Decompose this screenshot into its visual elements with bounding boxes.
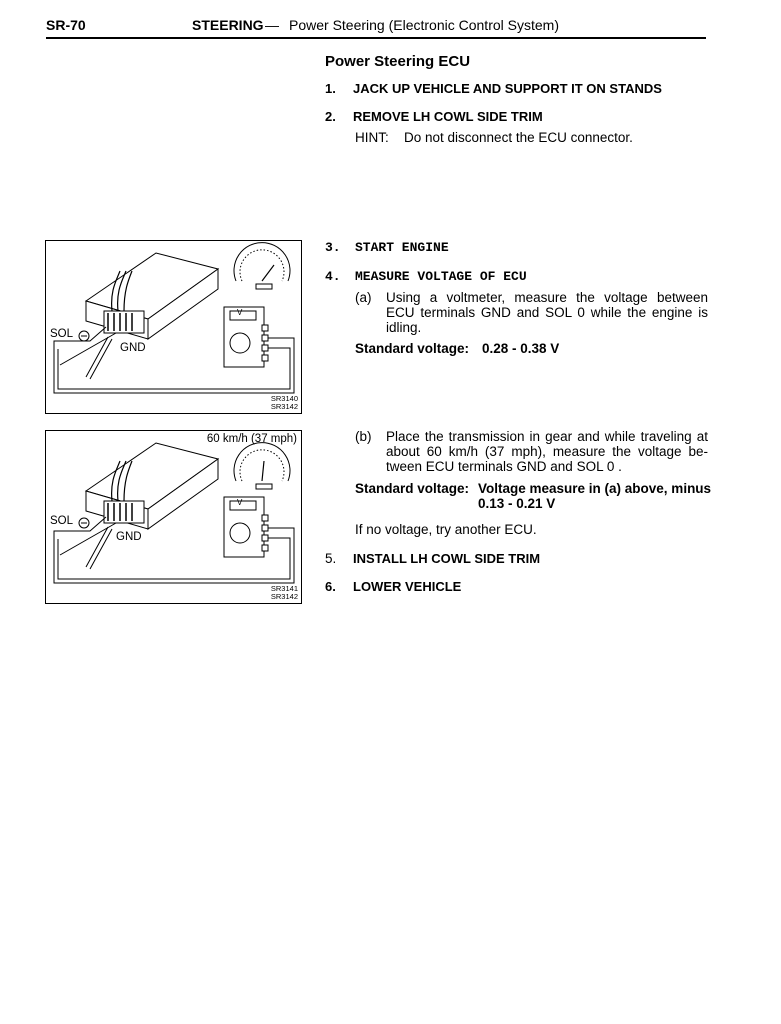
figure-driving-measurement: 60 km/h (37 mph) SOL GND V SR3141 SR3142 (45, 430, 302, 604)
ecu-voltmeter-illustration (53, 242, 295, 394)
figure-code-1: SR3141 (270, 584, 298, 593)
standard-voltage-value-b-1: Voltage measure in (a) above, minus (478, 481, 712, 496)
page-number: SR-70 (46, 17, 86, 33)
gnd-label: GND (116, 531, 142, 543)
substep-b-label: (b) (355, 429, 372, 444)
figure-code-2: SR3142 (270, 592, 298, 601)
step-1-text: JACK UP VEHICLE AND SUPPORT IT ON STANDS (353, 81, 662, 96)
step-6-text: LOWER VEHICLE (353, 579, 462, 594)
substep-b-line-3: tween ECU terminals GND and SOL 0 . (386, 459, 622, 474)
substep-a-line-2: ECU terminals GND and SOL 0 while the en… (386, 305, 708, 320)
topic-title: Power Steering (Electronic Control Syste… (289, 17, 559, 33)
figure-code-1: SR3140 (270, 394, 298, 403)
standard-voltage-label-b: Standard voltage: (355, 481, 470, 496)
sol-label: SOL (50, 515, 74, 527)
substep-b-line-1: Place the transmission in gear and while… (386, 429, 708, 444)
step-1-number: 1. (325, 81, 336, 96)
hint-text: Do not disconnect the ECU connector. (404, 130, 633, 145)
header-dash: — (265, 17, 279, 33)
step-6-number: 6. (325, 579, 336, 594)
standard-voltage-value-b-2: 0.13 - 0.21 V (478, 496, 556, 511)
meter-label: V (237, 308, 243, 317)
step-3-number: 3. (325, 240, 341, 255)
procedure-title: Power Steering ECU (325, 53, 471, 70)
step-4-text: MEASURE VOLTAGE OF ECU (355, 269, 527, 284)
gnd-label: GND (120, 342, 146, 354)
step-2-text: REMOVE LH COWL SIDE TRIM (353, 109, 543, 124)
ecu-voltmeter-illustration-driving (53, 442, 295, 584)
substep-a-line-3: idling. (386, 320, 422, 335)
step-3-text: START ENGINE (355, 240, 449, 255)
step-5-text: INSTALL LH COWL SIDE TRIM (353, 551, 541, 566)
figure-idle-measurement: SOL GND V SR3140 SR3142 (45, 240, 302, 414)
speed-label: 60 km/h (37 mph) (206, 433, 297, 445)
step-2-number: 2. (325, 109, 336, 124)
step-5-number: 5. (325, 551, 337, 566)
section-title: STEERING (192, 17, 264, 33)
step-4-number: 4. (325, 269, 341, 284)
no-voltage-note: If no voltage, try another ECU. (355, 522, 537, 537)
sol-label: SOL (50, 328, 74, 340)
substep-a-line-1: Using a voltmeter, measure the voltage b… (386, 290, 708, 305)
figure-code-2: SR3142 (270, 402, 298, 411)
substep-b-line-2: about 60 km/h (37 mph), measure the volt… (386, 444, 708, 459)
meter-label: V (237, 498, 243, 507)
standard-voltage-value-a: 0.28 - 0.38 V (482, 341, 560, 356)
substep-a-label: (a) (355, 290, 372, 305)
header-rule (46, 37, 706, 39)
standard-voltage-label-a: Standard voltage: (355, 341, 470, 356)
hint-label: HINT: (355, 130, 389, 145)
